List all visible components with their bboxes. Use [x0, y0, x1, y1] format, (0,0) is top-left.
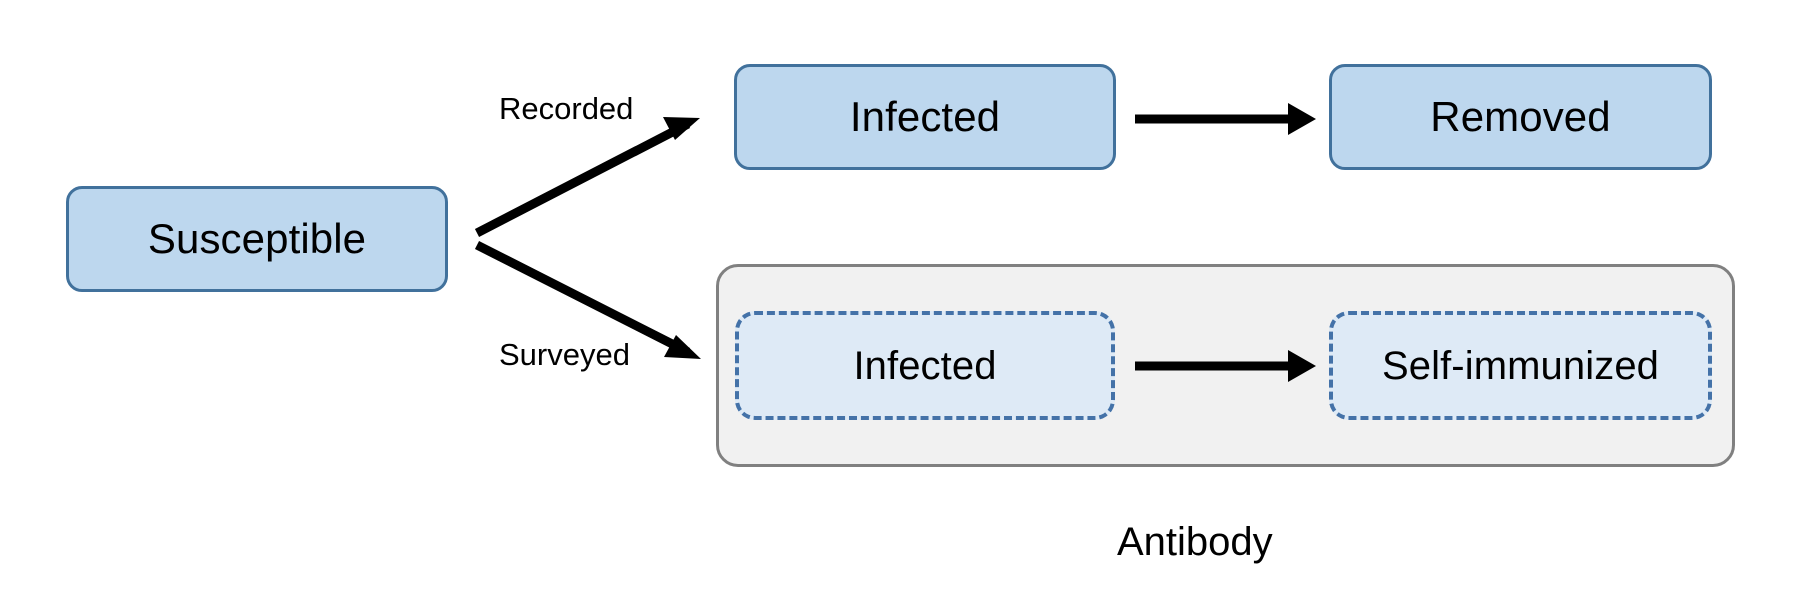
node-removed[interactable]: Removed [1329, 64, 1712, 170]
edge-label-surveyed: Surveyed [499, 337, 630, 372]
node-infected-surveyed-label: Infected [853, 343, 997, 388]
node-removed-label: Removed [1430, 92, 1611, 140]
node-infected-recorded[interactable]: Infected [734, 64, 1116, 170]
node-infected-surveyed[interactable]: Infected [735, 311, 1115, 420]
arrow-infected-recorded-to-removed [1135, 103, 1316, 135]
node-susceptible[interactable]: Susceptible [66, 186, 448, 292]
antibody-group-caption: Antibody [1117, 520, 1273, 564]
node-susceptible-label: Susceptible [147, 214, 367, 262]
node-self-immunized-label: Self-immunized [1381, 343, 1660, 388]
edge-label-recorded: Recorded [499, 91, 634, 126]
node-infected-recorded-label: Infected [849, 92, 1001, 140]
node-self-immunized[interactable]: Self-immunized [1329, 311, 1712, 420]
arrow-susceptible-to-infected-recorded [474, 117, 700, 237]
